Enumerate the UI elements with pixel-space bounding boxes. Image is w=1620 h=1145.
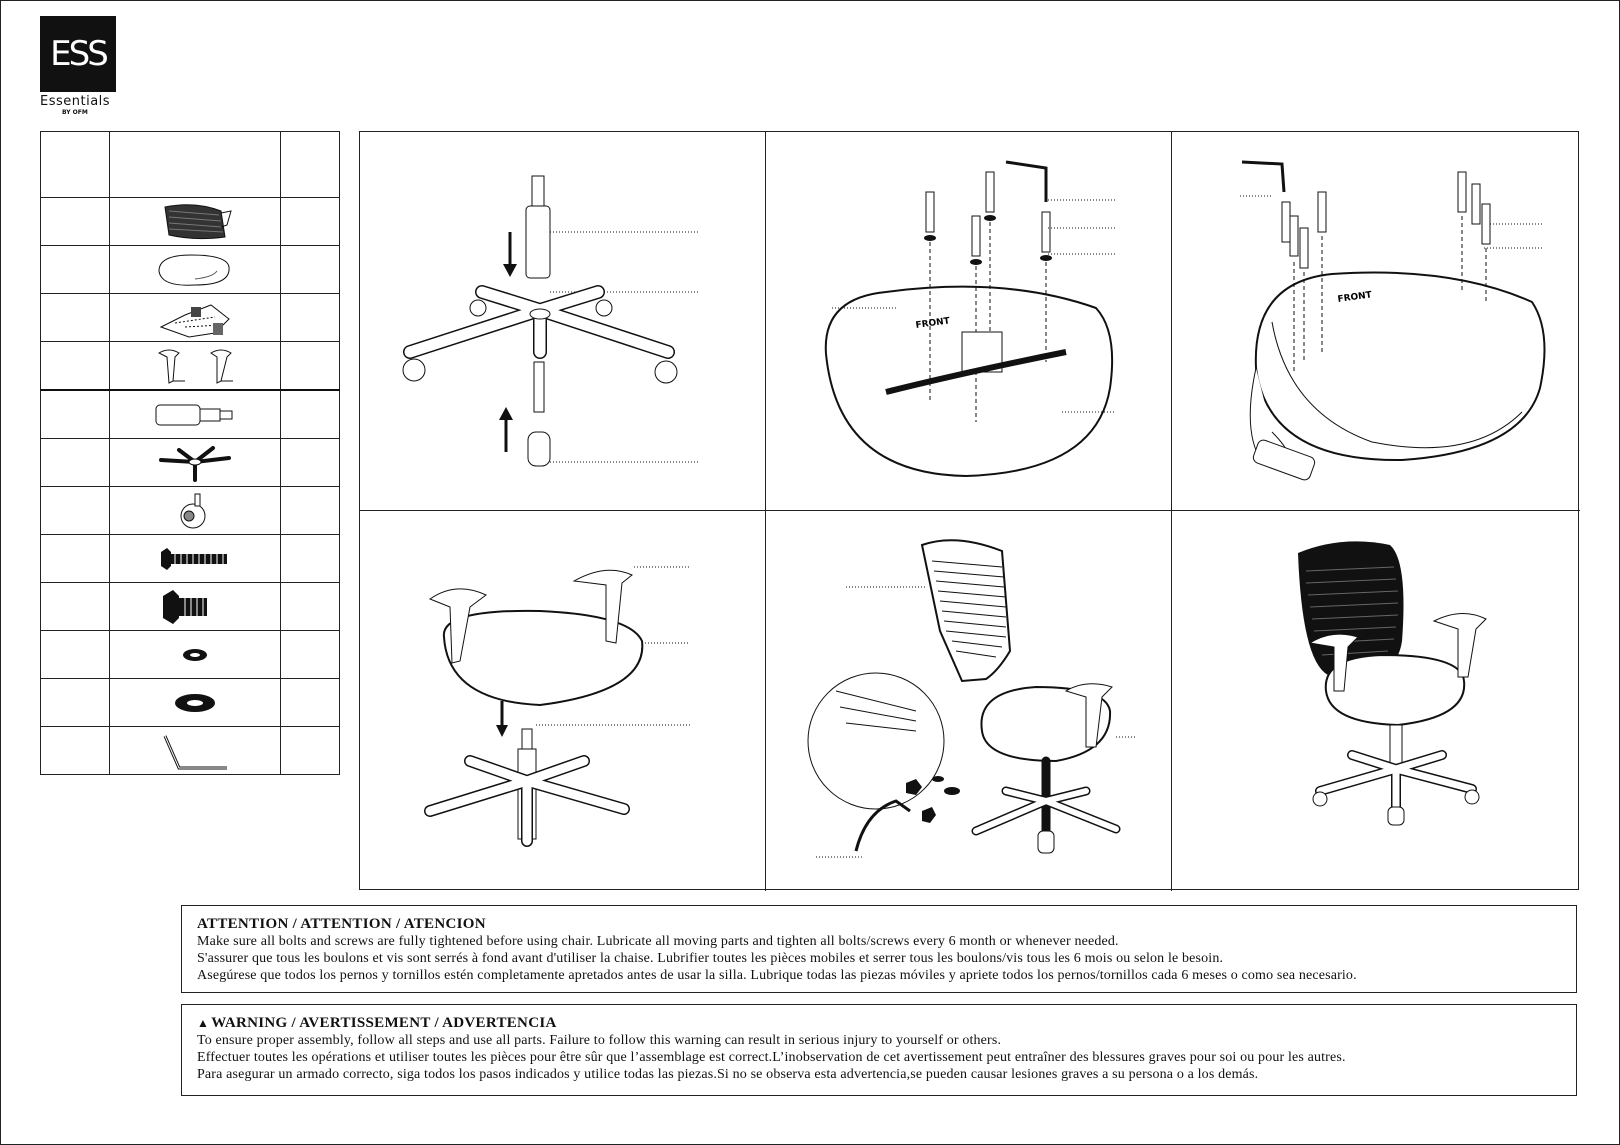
parts-row (40, 341, 340, 391)
warning-line: To ensure proper assembly, follow all st… (197, 1033, 1002, 1048)
attention-notice: ATTENTION / ATTENTION / ATENCION Make su… (181, 905, 1577, 993)
parts-row (40, 726, 340, 775)
brand-logo: ESS Essentials BY OFM (40, 16, 120, 116)
step-panel (766, 511, 1172, 891)
attention-line: Make sure all bolts and screws are fully… (197, 934, 1119, 949)
step-panel: FRONT (1172, 132, 1580, 511)
parts-table (40, 131, 340, 775)
parts-row (40, 293, 340, 342)
step-panel (1172, 511, 1580, 891)
step-panel: FRONT (766, 132, 1172, 511)
parts-row (40, 534, 340, 583)
flat-washer-icon (175, 693, 215, 712)
warning-line: Para asegurar un armado correcto, siga t… (197, 1067, 1259, 1082)
warning-title: WARNING / AVERTISSEMENT / ADVERTENCIA (211, 1015, 557, 1031)
armrest-attach-icon: FRONT (1240, 160, 1546, 481)
attention-line: Asegúrese que todos los pernos y tornill… (197, 968, 1357, 983)
warning-heading: ▲WARNING / AVERTISSEMENT / ADVERTENCIA (197, 1015, 1562, 1032)
front-label: FRONT (915, 316, 951, 331)
logo-byline: BY OFM (62, 109, 88, 116)
parts-row (40, 678, 340, 727)
long-bolt-icon (161, 547, 227, 570)
step-panel (360, 132, 766, 511)
parts-row (40, 582, 340, 631)
backrest-attach-icon (807, 539, 1136, 858)
base-icon (159, 445, 231, 482)
mechanism-icon (159, 303, 230, 338)
warning-notice: ▲WARNING / AVERTISSEMENT / ADVERTENCIA T… (181, 1004, 1577, 1096)
parts-row (40, 486, 340, 535)
parts-row (40, 389, 340, 439)
finished-chair-icon (1298, 541, 1487, 826)
caster-icon (180, 493, 206, 528)
seat-mechanism-attach-icon: FRONT (824, 160, 1116, 478)
mesh-back-icon (164, 203, 232, 239)
gas-cylinder-icon (155, 404, 233, 425)
base-cylinder-assembly-icon (402, 175, 700, 467)
logo-name: Essentials (40, 94, 111, 109)
parts-row (40, 438, 340, 487)
parts-row (40, 197, 340, 246)
warning-line: Effectuer toutes les opérations et utili… (197, 1050, 1346, 1065)
assembly-steps-grid: FRONT FRONT (359, 131, 1580, 891)
armrest-pair-icon (157, 349, 233, 384)
parts-header-row (40, 131, 340, 198)
logo-mark: ESS (40, 16, 116, 92)
seat-to-base-icon (424, 566, 690, 847)
warning-triangle-icon: ▲ (197, 1016, 210, 1030)
short-bolt-icon (163, 589, 207, 624)
hex-key-icon (163, 734, 227, 769)
attention-title: ATTENTION / ATTENTION / ATENCION (197, 916, 486, 932)
attention-line: S'assurer que tous les boulons et vis so… (197, 951, 1224, 966)
step-panel (360, 511, 766, 891)
front-label: FRONT (1337, 290, 1373, 305)
seat-cushion-icon (158, 253, 230, 286)
parts-row (40, 630, 340, 679)
parts-row (40, 245, 340, 294)
lock-washer-icon (183, 648, 207, 661)
